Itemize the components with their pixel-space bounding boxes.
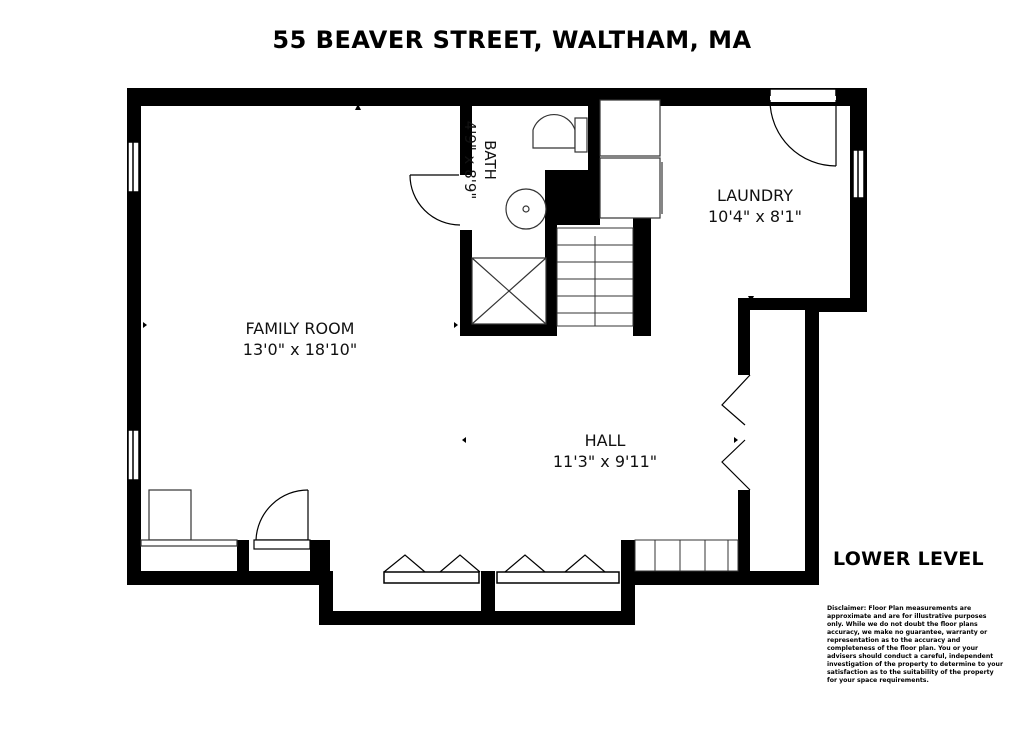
family-room-label: FAMILY ROOM 13'0" x 18'10" [210, 318, 390, 360]
bath-dims: 4'9" x 8'9" [461, 120, 479, 200]
family-room-name: FAMILY ROOM [245, 319, 355, 338]
hall-dims: 11'3" x 9'11" [552, 452, 658, 471]
laundry-dims: 10'4" x 8'1" [707, 207, 803, 226]
walls [127, 88, 867, 625]
laundry-label: LAUNDRY 10'4" x 8'1" [680, 185, 830, 227]
bath-name: BATH [481, 140, 499, 180]
fixtures [140, 99, 663, 547]
family-room-dims: 13'0" x 18'10" [242, 340, 358, 359]
hall-label: HALL 11'3" x 9'11" [525, 430, 685, 472]
level-label: LOWER LEVEL [833, 548, 984, 570]
disclaimer-text: Disclaimer: Floor Plan measurements are … [827, 605, 1003, 684]
plan-title: 55 BEAVER STREET, WALTHAM, MA [272, 26, 752, 54]
hall-name: HALL [584, 431, 626, 450]
stairs [556, 227, 739, 572]
laundry-name: LAUNDRY [716, 186, 794, 205]
doors [253, 96, 837, 573]
dimension-markers [143, 98, 856, 443]
